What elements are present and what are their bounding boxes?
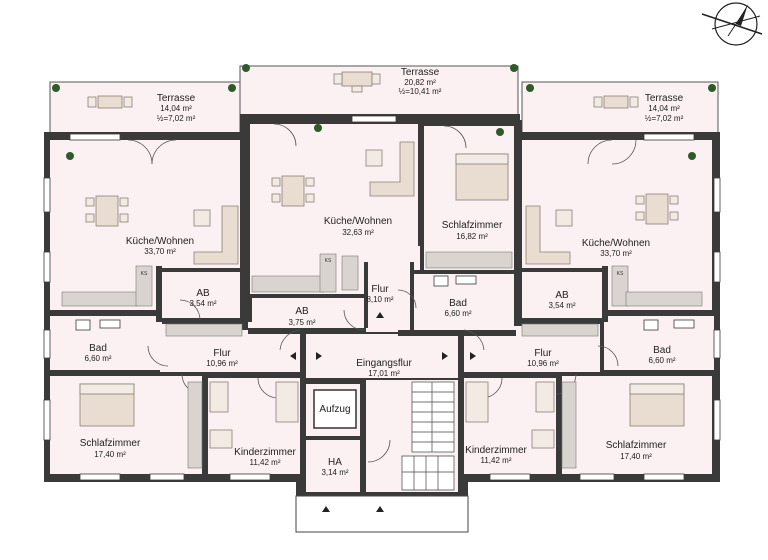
windows — [43, 115, 721, 481]
room-name: Schlafzimmer — [442, 220, 503, 231]
room-area: 10,96 m² — [527, 359, 559, 368]
room-name: Terrasse — [157, 93, 196, 104]
fridge-label: KS — [617, 271, 624, 277]
room-area: 6,60 m² — [648, 356, 675, 365]
room-name: Terrasse — [645, 93, 684, 104]
bedroom-furniture — [79, 153, 685, 469]
room-area: 14,04 m² — [648, 104, 680, 113]
room-name: Schlafzimmer — [80, 438, 141, 449]
room-area: 8,10 m² — [366, 295, 393, 304]
elevator-label: Aufzug — [319, 404, 350, 415]
room-area: 6,60 m² — [444, 309, 471, 318]
room-name: Flur — [534, 348, 552, 359]
room-name: AB — [295, 306, 309, 317]
room-name: Eingangsflur — [356, 358, 412, 369]
room-area-half: ½=7,02 m² — [645, 114, 684, 123]
room-area: 11,42 m² — [250, 458, 281, 467]
room-labels: Terrasse 20,82 m² ½=10,41 m² Terrasse 14… — [80, 67, 684, 477]
room-area-half: ½=10,41 m² — [399, 87, 442, 96]
kitchen-counters: KS KS KS — [61, 253, 703, 307]
entrance-canopy — [295, 495, 469, 533]
room-name: Flur — [371, 284, 389, 295]
elevator-shaft — [313, 389, 357, 429]
room-name: AB — [555, 290, 569, 301]
room-name: Schlafzimmer — [606, 440, 667, 451]
floors — [50, 124, 714, 492]
room-area: 33,70 m² — [144, 247, 176, 256]
room-area-half: ½=7,02 m² — [157, 114, 196, 123]
room-area: 16,82 m² — [456, 232, 488, 241]
direction-arrows — [290, 312, 476, 512]
room-name: Bad — [653, 345, 671, 356]
room-area: 3,14 m² — [321, 468, 348, 477]
room-area: 3,54 m² — [548, 301, 575, 310]
room-name: Küche/Wohnen — [126, 236, 194, 247]
terrace-left — [49, 81, 241, 135]
room-name: HA — [328, 457, 342, 468]
room-name: Kinderzimmer — [234, 447, 296, 458]
room-area: 32,63 m² — [342, 228, 374, 237]
fridge-label: KS — [325, 258, 332, 264]
bathroom-fixtures — [75, 275, 695, 337]
room-area: 6,60 m² — [84, 354, 111, 363]
compass-north-arrow-icon — [701, 2, 763, 46]
terrace-furniture — [87, 71, 639, 109]
room-area: 3,54 m² — [189, 299, 216, 308]
room-name: Küche/Wohnen — [324, 216, 392, 227]
room-area: 14,04 m² — [160, 104, 192, 113]
room-area: 17,40 m² — [620, 452, 652, 461]
room-area: 17,40 m² — [94, 450, 126, 459]
room-name: Flur — [213, 348, 231, 359]
room-area: 20,82 m² — [404, 78, 436, 87]
room-name: Küche/Wohnen — [582, 238, 650, 249]
plant-icon — [52, 64, 716, 160]
room-name: Bad — [449, 298, 467, 309]
room-name: Bad — [89, 343, 107, 354]
living-furniture — [85, 141, 679, 265]
room-area: 11,42 m² — [481, 456, 512, 465]
room-area: 17,01 m² — [368, 369, 400, 378]
room-area: 33,70 m² — [600, 249, 632, 258]
room-area: 3,75 m² — [288, 318, 315, 327]
room-area: 10,96 m² — [206, 359, 238, 368]
room-name: AB — [196, 288, 210, 299]
room-name: Kinderzimmer — [465, 445, 527, 456]
fridge-label: KS — [141, 271, 148, 277]
staircase — [401, 381, 455, 491]
room-name: Terrasse — [401, 67, 440, 78]
